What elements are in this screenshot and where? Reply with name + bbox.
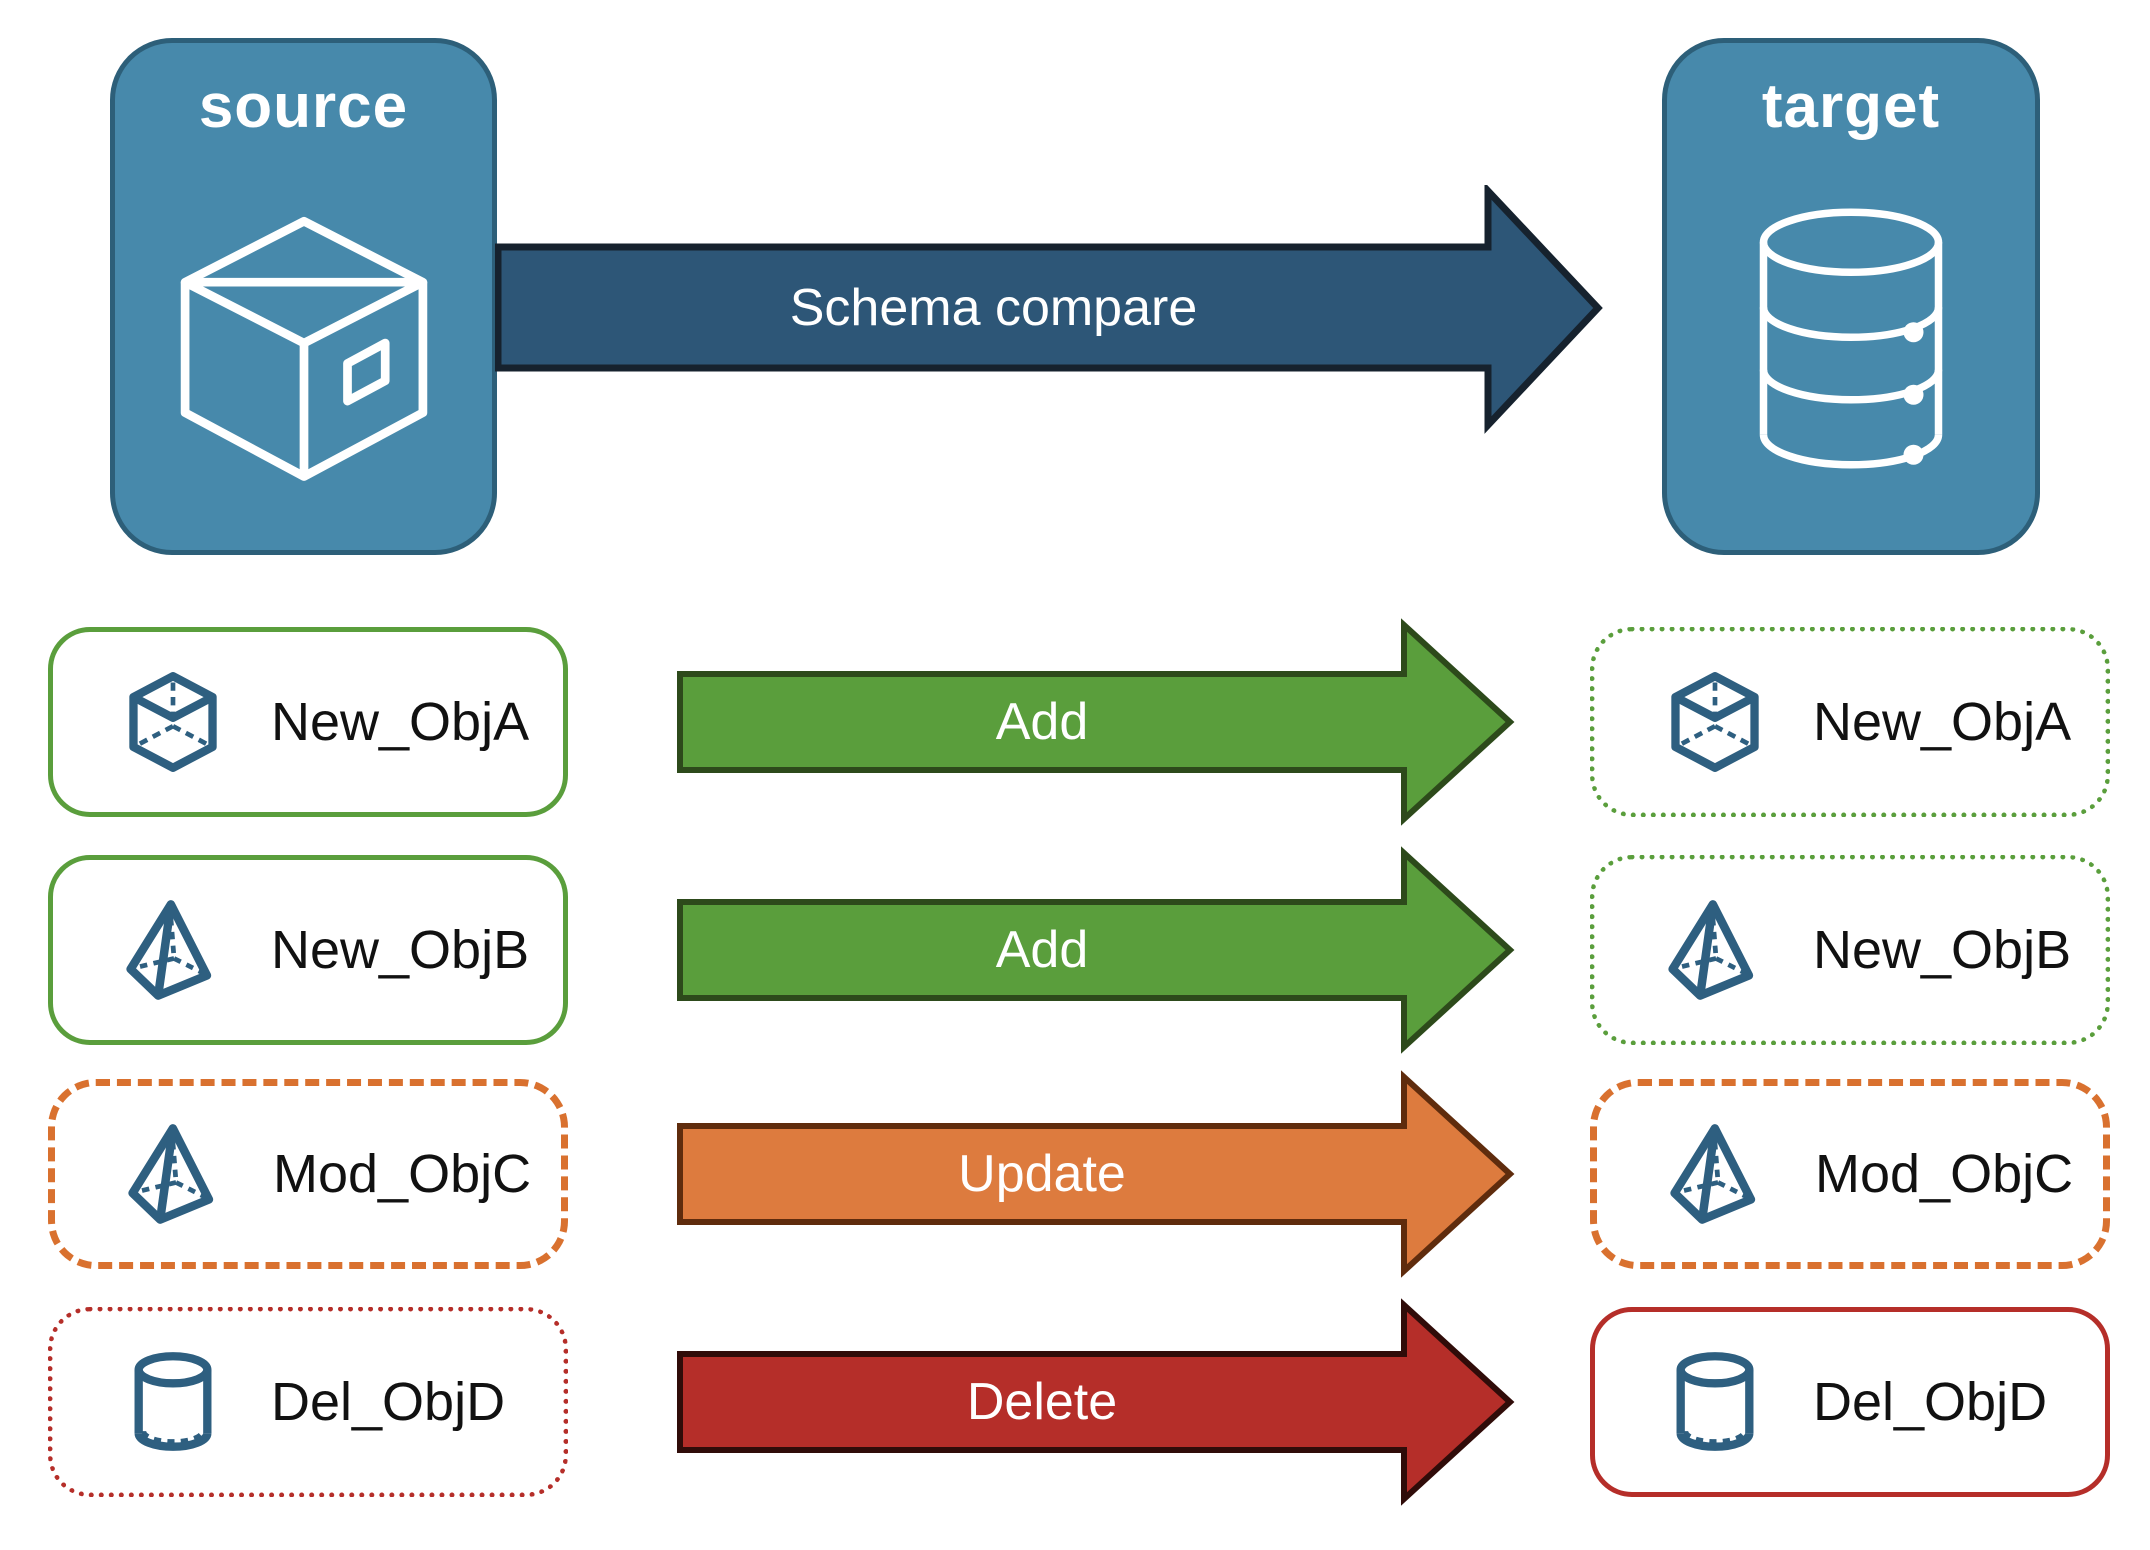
source-panel-label: source — [198, 72, 409, 141]
source-object-card-del-objd: Del_ObjD — [48, 1307, 568, 1497]
update-arrow: Update — [676, 1069, 1516, 1279]
object-label: New_ObjB — [271, 920, 530, 980]
schema-compare-arrow — [495, 185, 1605, 435]
cylinder-icon — [117, 1312, 229, 1492]
object-label: Del_ObjD — [1813, 1372, 2048, 1432]
target-object-card-del-objd: Del_ObjD — [1590, 1307, 2110, 1497]
target-panel-label: target — [1761, 72, 1941, 141]
object-label: Del_ObjD — [271, 1372, 506, 1432]
add-arrow-label: Add — [995, 921, 1089, 979]
add-arrow: Add — [676, 617, 1516, 827]
target-object-card-new-objb: New_ObjB — [1590, 855, 2110, 1045]
update-arrow-label: Update — [958, 1145, 1126, 1203]
object-label: New_ObjA — [1813, 692, 2072, 752]
pyramid-icon — [117, 860, 229, 1040]
delete-arrow: Delete — [676, 1297, 1516, 1507]
pyramid-icon — [1661, 1086, 1773, 1262]
cube-icon — [117, 632, 229, 812]
source-object-card-new-obja: New_ObjA — [48, 627, 568, 817]
add-arrow-label: Add — [995, 693, 1089, 751]
object-label: New_ObjA — [271, 692, 530, 752]
target-panel: target — [1662, 38, 2040, 555]
schema-compare-label: Schema compare — [789, 278, 1198, 337]
pyramid-icon — [1659, 860, 1771, 1040]
source-panel: source — [110, 38, 497, 555]
cylinder-icon — [1659, 1312, 1771, 1492]
object-label: New_ObjB — [1813, 920, 2072, 980]
cube-icon — [1659, 632, 1771, 812]
source-object-card-mod-objc: Mod_ObjC — [48, 1079, 568, 1269]
target-object-card-mod-objc: Mod_ObjC — [1590, 1079, 2110, 1269]
target-object-card-new-obja: New_ObjA — [1590, 627, 2110, 817]
pyramid-icon — [119, 1086, 231, 1262]
delete-arrow-label: Delete — [966, 1373, 1118, 1431]
add-arrow: Add — [676, 845, 1516, 1055]
database-icon — [1726, 142, 1976, 550]
object-label: Mod_ObjC — [1815, 1144, 2074, 1204]
package-box-icon — [159, 142, 449, 550]
source-object-card-new-objb: New_ObjB — [48, 855, 568, 1045]
object-label: Mod_ObjC — [273, 1144, 532, 1204]
